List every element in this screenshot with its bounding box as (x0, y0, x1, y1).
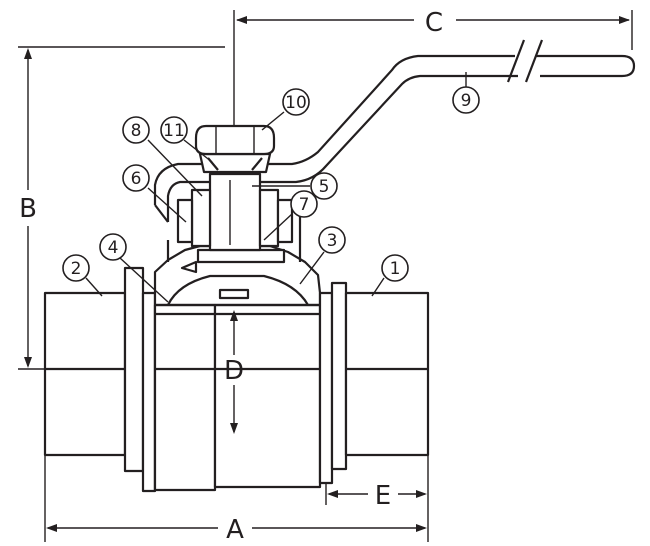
svg-text:8: 8 (131, 121, 142, 141)
svg-text:1: 1 (390, 259, 401, 279)
callout-leaders (85, 72, 467, 303)
dimension-c: C (233, 8, 633, 130)
svg-text:10: 10 (285, 93, 307, 113)
svg-text:7: 7 (299, 195, 310, 215)
dimension-a-label: A (226, 515, 244, 545)
left-end-connector (43, 291, 127, 457)
dimension-b: B (18, 46, 225, 370)
svg-text:6: 6 (131, 169, 142, 189)
stem-assembly (166, 124, 302, 262)
callout-2: 2 (62, 254, 90, 282)
right-end-connector (344, 291, 430, 457)
callout-1: 1 (381, 254, 409, 282)
callout-9: 9 (452, 86, 480, 114)
callout-10: 10 (282, 88, 310, 116)
svg-text:3: 3 (327, 231, 338, 251)
callout-6: 6 (122, 164, 150, 192)
callout-4: 4 (99, 233, 127, 261)
svg-text:4: 4 (108, 238, 119, 258)
svg-text:2: 2 (71, 259, 82, 279)
dimension-b-label: B (19, 194, 37, 224)
dimension-a: A (44, 456, 429, 545)
svg-text:11: 11 (163, 121, 185, 141)
callout-11: 11 (160, 116, 188, 144)
callout-5: 5 (310, 172, 338, 200)
stem (208, 172, 262, 252)
callout-3: 3 (318, 226, 346, 254)
dimension-e-label: E (375, 481, 391, 511)
dimension-e: E (325, 475, 427, 511)
valve-body (43, 244, 430, 493)
dimension-d-label: D (224, 356, 244, 386)
callout-7: 7 (290, 190, 318, 218)
callout-8: 8 (122, 116, 150, 144)
dimension-d: D (224, 310, 244, 434)
svg-text:5: 5 (319, 177, 330, 197)
svg-text:9: 9 (461, 91, 472, 111)
dimension-c-label: C (425, 8, 443, 38)
lever-handle (153, 39, 636, 223)
